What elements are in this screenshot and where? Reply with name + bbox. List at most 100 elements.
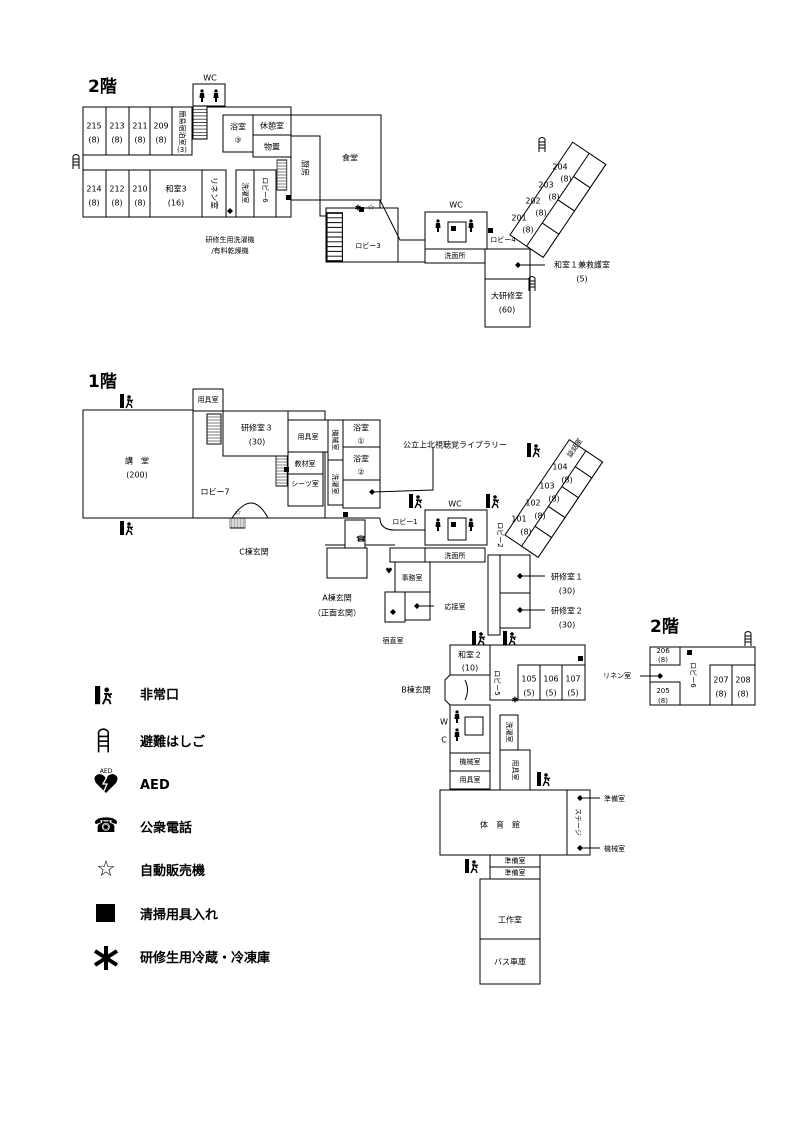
escape-ladder-icon [97,728,109,754]
legend: 非常口 避難はしご AED AED ☎ 公衆電話 ☆ 自動販売機 清掃用具入れ … [93,685,270,970]
room-105-cap: (5) [523,689,534,698]
room-202: 202 [525,197,540,206]
room-212: 212 [109,185,124,194]
washitsu3: 和室3 [165,184,186,194]
yogu-top: 用具室 [198,395,219,404]
wc-b-1: W [440,718,448,727]
room-102-cap: (8) [534,512,545,521]
dining: 食堂 [342,153,358,163]
bath3: 浴室 [230,122,246,132]
room-106-cap: (5) [545,689,556,698]
legend-label-exit: 非常口 [140,687,179,703]
emergency-exit-icon [94,685,113,706]
room-215-cap: (8) [88,136,99,145]
wc-b-2: C [441,736,447,745]
room-213: 213 [109,122,124,131]
bath2-no: ② [357,468,364,477]
junbi2: 準備室 [505,856,526,865]
room-213-cap: (8) [111,136,122,145]
refrigerator-icon [93,946,119,970]
kenshu1: 研修室１ [551,572,583,582]
laundry-room: 洗濯室 [241,183,250,204]
room-104: 104 [552,463,567,472]
washitsu3-cap: (16) [168,199,184,208]
washitsu2: 和室２ [458,650,482,660]
room-207: 207 [713,676,728,685]
kodo: 講 堂 [125,456,149,466]
room-107: 107 [565,675,580,684]
bus-garage: バス車庫 [494,957,526,967]
yogu-b: 用具室 [460,775,481,784]
washer-note-2: /有料乾燥機 [211,246,248,255]
floor2-wc-top: WC [203,74,217,83]
floor1-wc: WC [448,500,462,509]
room-210: 210 [132,185,147,194]
refrigerator-mark-f1: ✱ [512,696,519,705]
kitchen: 厨房 [301,160,311,176]
jimu: 事務室 [402,573,423,582]
b-entrance: B棟玄関 [401,685,431,695]
legend-label-phone: 公衆電話 [140,820,192,836]
bath2: 浴室 [353,454,369,464]
annex-linen: リネン室 [603,671,631,680]
room-102: 102 [525,499,540,508]
floor2-labels: WC 215 (8) 213 (8) 211 (8) 209 (8) 簡易宿泊室… [86,74,610,315]
stage: ステージ [574,808,582,836]
room-103-cap: (8) [548,495,559,504]
room-208-cap: (8) [737,690,748,699]
room-215: 215 [86,122,101,131]
room-203-cap: (8) [548,193,559,202]
library: 公立上北視聴覚ライブラリー [403,440,507,450]
room-203: 203 [538,181,553,190]
aed-icon-text: AED [100,768,113,775]
rest-room: 休憩室 [260,121,284,131]
yogu2: 用具室 [298,432,319,441]
sheets: シーツ室 [291,479,319,488]
washitsu1: 和室１兼救護室 [554,260,610,270]
simple-room: 簡易宿泊室 [178,111,187,146]
floor2-annex-heading: 2階 [650,617,679,637]
kenshu3-cap: (30) [249,438,265,447]
room-106: 106 [543,675,558,684]
storage-room: 物置 [264,142,280,152]
room-202-cap: (8) [535,209,546,218]
linen-room: リネン室 [210,177,220,209]
room-208: 208 [735,676,750,685]
room-211: 211 [132,122,147,131]
daikenshu-cap: (60) [499,306,515,315]
legend-label-cleaning: 清掃用具入れ [140,907,218,923]
room-204: 204 [552,163,567,172]
kenshu2-cap: (30) [559,621,575,630]
yogu-b2: 用具室 [511,760,520,781]
room-207-cap: (8) [715,690,726,699]
floor1-plan [82,388,756,985]
floor2-wc-right: WC [449,201,463,210]
cleaning-supplies-icon [96,904,115,922]
lobby6: ロビー6 [261,177,270,203]
legend-label-ladder: 避難はしご [140,734,206,750]
aed-mark: ♥ [385,567,392,576]
room-107-cap: (5) [567,689,578,698]
room-101-cap: (8) [520,528,531,537]
room-210-cap: (8) [134,199,145,208]
oosetsu: 応接室 [445,602,466,611]
floor1-heading: 1階 [88,372,117,392]
washroom: 洗面所 [445,251,466,260]
kenshu1-cap: (30) [559,587,575,596]
room-206-cap: (8) [658,656,668,664]
legend-label-vending: 自動販売機 [140,863,205,879]
floor2-plan [72,83,607,328]
legend-label-fridge: 研修生用冷蔵・冷凍庫 [140,950,270,966]
room-205: 205 [656,687,669,695]
a-entrance-sub: （正面玄関） [313,608,361,618]
room-204-cap: (8) [560,175,571,184]
vending-mark-f1: ☆ [234,508,241,517]
c-entrance: C棟玄関 [239,547,269,557]
room-211-cap: (8) [134,136,145,145]
annex-lobby6: ロビー6 [689,662,698,688]
bath1-no: ① [357,437,364,446]
room-104-cap: (8) [561,476,572,485]
public-phone-icon: ☎ [94,813,119,837]
taiikukan: 体 育 館 [480,820,520,830]
